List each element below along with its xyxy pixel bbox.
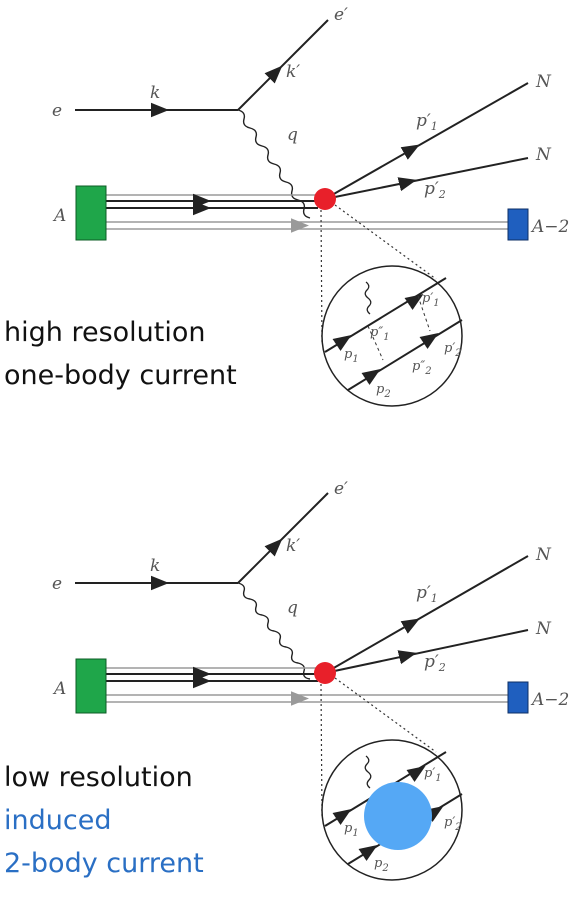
virtual-photon-line [237,582,311,680]
inset-label-p1: p1 [344,347,359,365]
label-k-prime: k′ [286,62,300,82]
interaction-vertex [314,188,336,210]
residual-nucleus-box [507,681,529,714]
inset-photon [364,755,372,789]
outgoing-electron-line [237,19,329,111]
outgoing-electron-arrow [264,538,283,557]
inset-exchange-2 [417,295,431,332]
label-k: k [150,556,160,576]
inset-one-body: p′1 p″1 p1 p″2 p′2 p2 [321,265,463,407]
inset-circle [321,265,463,407]
caption-one-body-current: one-body current [4,360,237,391]
outgoing-nucleon-2-line [324,629,529,674]
panel-top: e k e′ k′ q N N p′1 p′2 A A−2 [4,5,569,407]
outgoing-nucleon-2-arrow [397,177,417,192]
inset-arrow-p2 [358,845,378,861]
zoom-guide-right [334,677,437,753]
panel-bottom: e k e′ k′ q N N p′1 p′2 A A−2 [4,479,569,881]
label-p2-prime: p′2 [424,179,446,201]
label-p1-prime: p′1 [416,583,438,605]
label-e-prime: e′ [334,5,348,25]
outgoing-electron-line [237,492,329,584]
inset-label-p2-prime: p′2 [444,815,462,833]
outgoing-nucleon-1-line [324,82,529,200]
inset-arrow-p1-prime [404,294,424,310]
inset-label-p1: p1 [344,821,359,839]
label-N2: N [535,619,552,639]
inset-label-p1-prime: p′1 [424,766,442,784]
two-body-current-blob [364,782,432,850]
inset-label-p1-prime: p′1 [422,291,440,309]
zoom-guide-left [320,209,323,346]
inset-arrow-p1-prime [406,766,426,782]
inset-label-p2: p2 [376,382,391,400]
caption-induced: induced [4,805,111,836]
caption-low-resolution: low resolution [4,762,193,793]
outgoing-electron-arrow [264,65,283,84]
residual-nucleus-box [507,208,529,241]
label-k: k [150,83,160,103]
label-A: A [52,206,66,226]
label-p1-prime: p′1 [416,111,438,133]
caption-high-resolution: high resolution [4,317,206,348]
label-N1: N [535,545,552,565]
inset-label-p2-prime: p′2 [444,341,462,359]
target-nucleus-box [75,185,107,241]
interaction-vertex [314,662,336,684]
label-q: q [287,598,298,618]
label-k-prime: k′ [286,536,300,556]
inset-exchange-1 [367,325,384,361]
label-e: e [52,101,62,121]
target-nucleus-box [75,658,107,714]
inset-arrow-p2 [361,369,381,385]
outgoing-nucleon-1-arrow [400,144,420,160]
zoom-guide-left [320,683,323,819]
inset-arrow-p2-prime [419,333,439,349]
label-e: e [52,574,62,594]
label-N2: N [535,145,552,165]
outgoing-nucleon-2-arrow [397,650,417,665]
label-A-minus-2: A−2 [530,690,569,710]
outgoing-nucleon-1-line [324,555,529,674]
label-A: A [52,679,66,699]
inset-two-body: 2 p′1 p1 p′2 p2 [321,739,463,881]
inset-label-p2: p2 [374,856,389,874]
label-e-prime: e′ [334,479,348,499]
inset-photon [364,281,372,315]
label-N1: N [535,72,552,92]
caption-two-body-current: 2-body current [4,848,204,879]
label-q: q [287,125,298,145]
zoom-guide-right [334,204,437,280]
label-A-minus-2: A−2 [530,217,569,237]
inset-arrow-p1 [332,809,352,825]
inset-label-p2-dprime: p″2 [412,359,432,377]
outgoing-nucleon-2-line [324,157,529,200]
inset-label-p1-dprime: p″1 [370,325,390,343]
outgoing-nucleon-1-arrow [400,618,420,634]
label-p2-prime: p′2 [424,652,446,674]
inset-arrow-p1 [332,335,352,351]
